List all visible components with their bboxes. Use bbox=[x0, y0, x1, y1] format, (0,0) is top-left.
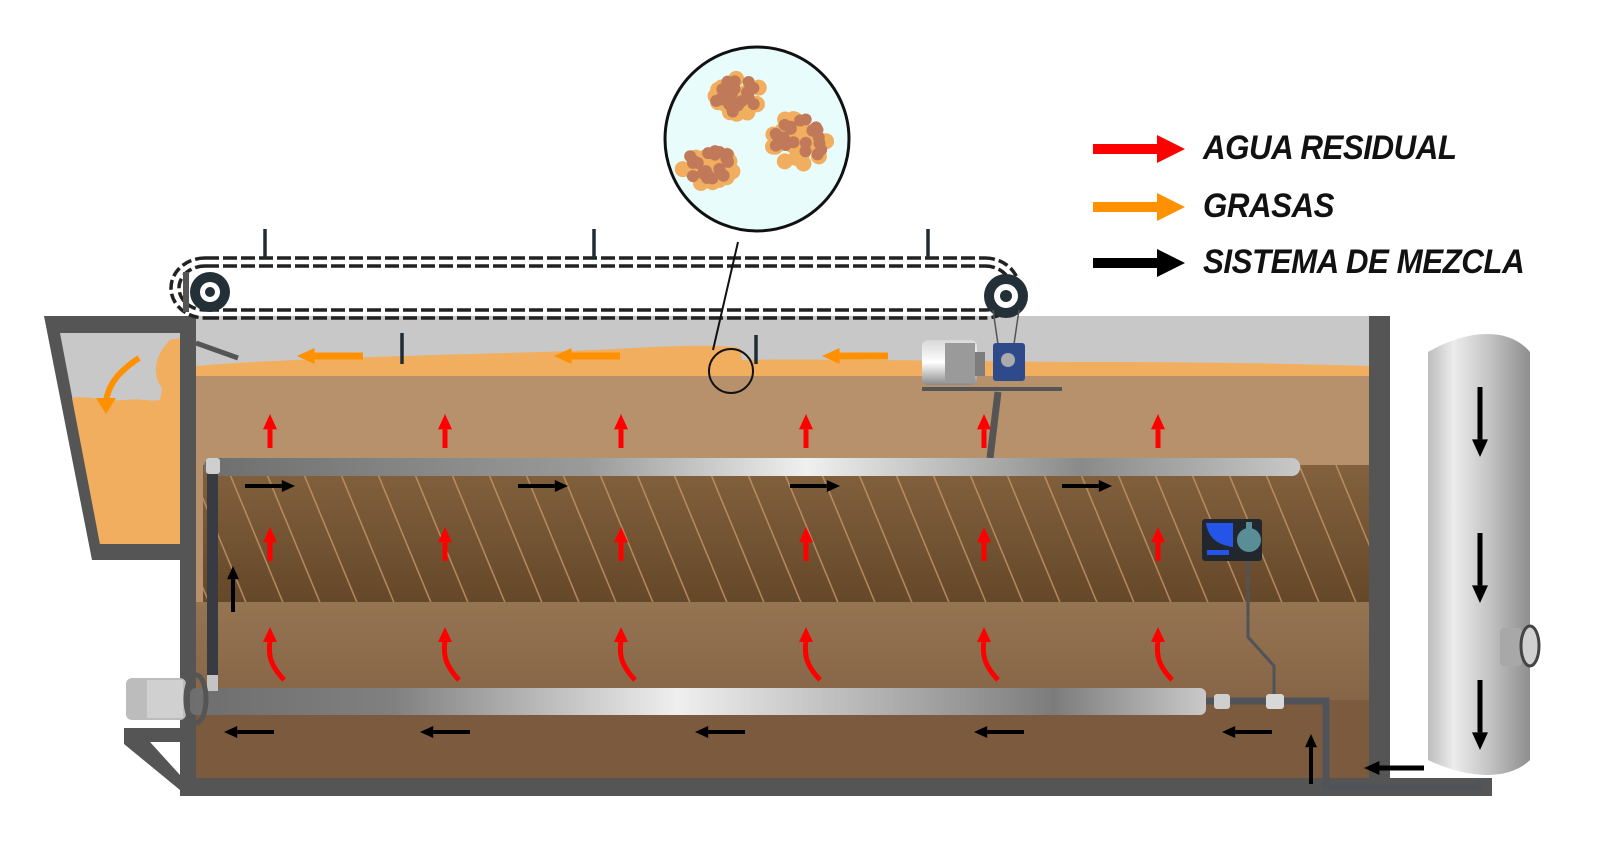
floc-cluster bbox=[674, 145, 741, 191]
flow-arrow-icon bbox=[974, 726, 1024, 738]
flow-arrow-icon bbox=[1151, 414, 1165, 448]
flow-arrow-icon bbox=[695, 726, 745, 738]
control-panel bbox=[1202, 519, 1262, 561]
curved-flow-arrow-icon bbox=[614, 627, 637, 682]
curved-flow-arrow-icon bbox=[438, 627, 461, 682]
lower-return-pipe bbox=[190, 555, 1482, 791]
flow-arrow-icon bbox=[224, 726, 274, 738]
scraper-blade bbox=[195, 340, 239, 361]
legend-label: GRASAS bbox=[1203, 186, 1335, 225]
flow-arrow-icon bbox=[1222, 726, 1272, 738]
right-sprocket-icon bbox=[984, 274, 1028, 318]
grease-scum-layer bbox=[196, 345, 1369, 376]
flotation-tank bbox=[180, 316, 1492, 796]
floc-magnifier bbox=[663, 45, 851, 394]
conveyor-drive-motor bbox=[922, 340, 1062, 459]
floc-cluster bbox=[765, 111, 835, 172]
flow-arrow-icon bbox=[822, 348, 888, 364]
flow-arrow-icon bbox=[554, 348, 620, 364]
curved-flow-arrow-icon bbox=[263, 627, 286, 682]
legend-item-wastewater: AGUA RESIDUAL bbox=[1093, 128, 1479, 168]
flow-arrow-icon bbox=[438, 527, 452, 561]
flow-arrow-icon bbox=[1472, 387, 1488, 457]
floc-cluster bbox=[707, 70, 767, 122]
flow-arrow-icon bbox=[297, 348, 363, 364]
skimmer-conveyor bbox=[169, 256, 1021, 320]
flow-arrow-icon bbox=[799, 527, 813, 561]
sludge-hopper bbox=[44, 316, 196, 560]
flow-arrow-icon bbox=[790, 480, 840, 492]
flow-arrow-icon bbox=[614, 414, 628, 448]
legend-label: AGUA RESIDUAL bbox=[1203, 128, 1457, 167]
upper-distribution-pipe bbox=[204, 458, 1300, 682]
drive-chain bbox=[992, 309, 1020, 345]
flow-arrow-icon bbox=[799, 414, 813, 448]
conveyor-paddles bbox=[263, 229, 930, 364]
curved-flow-arrow-icon bbox=[1151, 627, 1174, 682]
flow-arrow-icon bbox=[263, 414, 277, 448]
flow-arrow-icon bbox=[1472, 680, 1488, 750]
legend-label: SISTEMA DE MEZCLA bbox=[1203, 242, 1525, 281]
flow-arrow-icon bbox=[977, 527, 991, 561]
flow-arrows bbox=[224, 348, 1488, 784]
flow-arrow-icon bbox=[614, 527, 628, 561]
flow-arrow-icon bbox=[977, 414, 991, 448]
recirculation-pump bbox=[124, 672, 209, 790]
arrow-right-icon bbox=[1093, 249, 1185, 277]
arrow-right-icon bbox=[1093, 135, 1185, 163]
left-sprocket-icon bbox=[183, 272, 230, 312]
flow-arrow-icon bbox=[1364, 761, 1424, 775]
flow-arrow-icon bbox=[227, 566, 239, 612]
curved-flow-arrow-icon bbox=[977, 627, 1000, 682]
curved-flow-arrow-icon bbox=[799, 627, 822, 682]
mixing-zone bbox=[203, 465, 1378, 602]
grease-flow-arrow-icon bbox=[96, 398, 116, 414]
pressurization-tank bbox=[1428, 334, 1541, 775]
flow-arrow-icon bbox=[420, 726, 470, 738]
flow-arrow-icon bbox=[1472, 533, 1488, 603]
flow-arrow-icon bbox=[1151, 527, 1165, 561]
legend-item-mixing-system: SISTEMA DE MEZCLA bbox=[1093, 242, 1552, 282]
flow-arrow-icon bbox=[245, 480, 295, 492]
arrow-right-icon bbox=[1093, 193, 1185, 221]
flow-arrow-icon bbox=[1305, 734, 1317, 784]
legend-item-grease: GRASAS bbox=[1093, 186, 1345, 226]
flow-arrow-icon bbox=[263, 527, 277, 561]
flow-arrow-icon bbox=[438, 414, 452, 448]
flow-arrow-icon bbox=[518, 480, 568, 492]
flow-arrow-icon bbox=[1062, 480, 1112, 492]
